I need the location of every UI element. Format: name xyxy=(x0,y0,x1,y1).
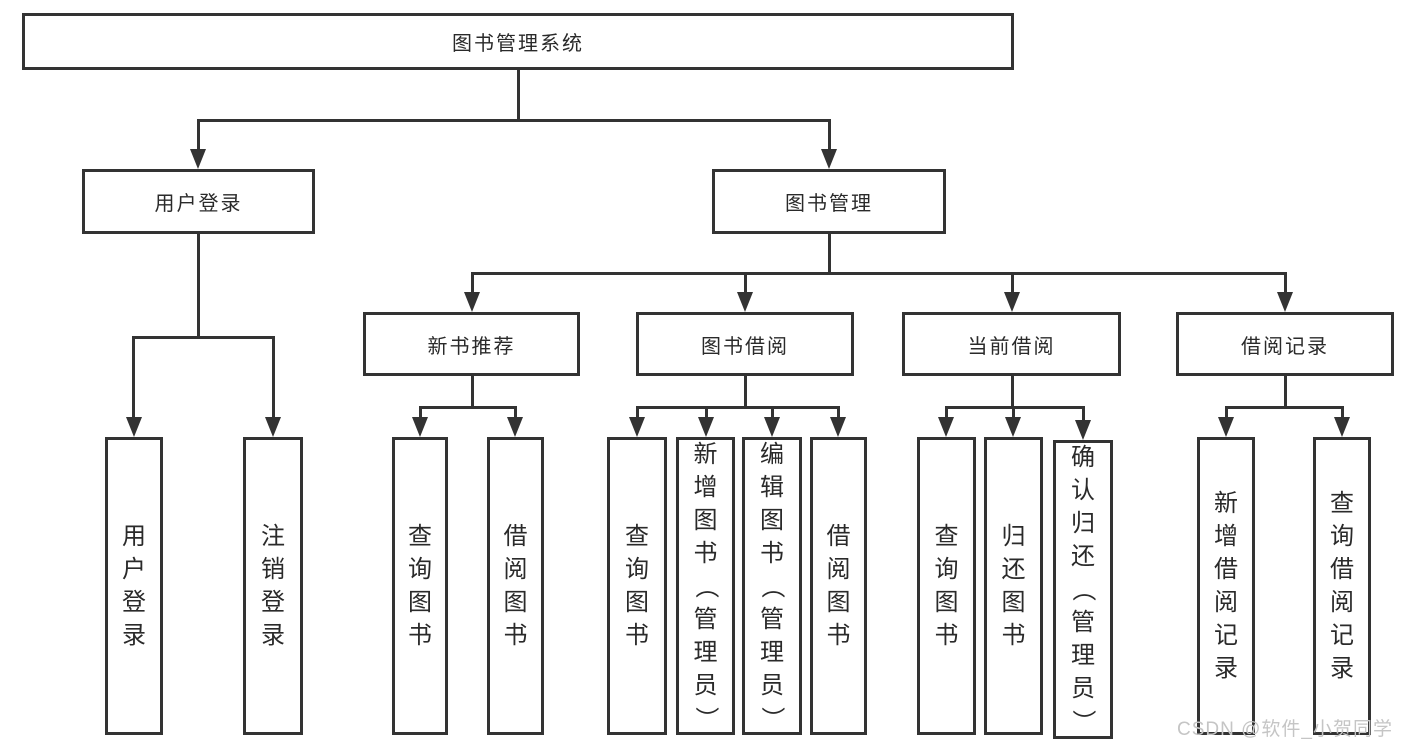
connector-branch xyxy=(1225,406,1343,409)
leaf-logout: 注销登录 xyxy=(243,437,303,735)
arrow-down-icon xyxy=(629,417,645,437)
node-new-book-recommend-label: 新书推荐 xyxy=(427,335,516,358)
leaf-borrow-books-2-label: 借阅图书 xyxy=(826,523,851,649)
node-book-management-label: 图书管理 xyxy=(785,193,873,215)
arrow-down-icon xyxy=(464,292,480,312)
connector-stem xyxy=(837,406,840,419)
node-borrowing-records: 借阅记录 xyxy=(1176,312,1394,376)
connector-stem xyxy=(1225,406,1228,419)
arrow-down-icon xyxy=(1075,420,1091,440)
arrow-down-icon xyxy=(507,417,523,437)
connector-stem xyxy=(514,406,517,419)
connector-stem xyxy=(1341,406,1344,419)
connector-trunk xyxy=(1011,376,1014,406)
leaf-add-books-admin-label: 新增图书（管理员） xyxy=(692,440,719,731)
node-root-label: 图书管理系统 xyxy=(452,33,584,55)
arrow-down-icon xyxy=(698,417,714,437)
node-user-login: 用户登录 xyxy=(82,169,315,234)
leaf-add-borrow-record: 新增借阅记录 xyxy=(1197,437,1255,735)
connector-userlogin-branch xyxy=(132,336,275,339)
arrow-down-icon xyxy=(265,417,281,437)
arrow-down-icon xyxy=(830,417,846,437)
node-root-library-system: 图书管理系统 xyxy=(22,13,1014,70)
connector-userlogin-trunk xyxy=(197,233,200,336)
arrow-down-icon xyxy=(821,149,837,169)
leaf-borrow-books-1-label: 借阅图书 xyxy=(503,523,528,649)
connector-stem xyxy=(744,272,747,294)
node-borrowing-records-label: 借阅记录 xyxy=(1241,335,1329,358)
connector-trunk xyxy=(471,376,474,406)
node-current-borrowing: 当前借阅 xyxy=(902,312,1121,376)
arrow-down-icon xyxy=(764,417,780,437)
connector-stem xyxy=(945,406,948,419)
leaf-query-books-2-label: 查询图书 xyxy=(625,523,649,649)
leaf-user-login-label: 用户登录 xyxy=(122,523,146,649)
leaf-add-books-admin: 新增图书（管理员） xyxy=(676,437,735,735)
connector-trunk xyxy=(1284,376,1287,406)
leaf-query-borrow-record-label: 查询借阅记录 xyxy=(1330,490,1354,682)
leaf-add-borrow-record-label: 新增借阅记录 xyxy=(1214,490,1238,682)
connector-stem xyxy=(1082,406,1085,422)
csdn-watermark: CSDN @软件_小贺同学 xyxy=(1177,719,1393,740)
connector-stem-book-management xyxy=(828,119,831,152)
node-book-management: 图书管理 xyxy=(712,169,946,234)
connector-bookmgmt-branch xyxy=(471,272,1287,275)
leaf-edit-books-admin: 编辑图书（管理员） xyxy=(742,437,802,735)
connector-branch xyxy=(636,406,840,409)
connector-stem-user-login xyxy=(197,119,200,152)
arrow-down-icon xyxy=(1005,417,1021,437)
connector-stem xyxy=(1012,406,1015,419)
leaf-borrow-books-2: 借阅图书 xyxy=(810,437,867,735)
leaf-return-books: 归还图书 xyxy=(984,437,1043,735)
leaf-confirm-return-admin-label: 确认归还（管理员） xyxy=(1069,444,1097,734)
node-current-borrowing-label: 当前借阅 xyxy=(967,335,1056,358)
connector-stem xyxy=(1011,272,1014,294)
leaf-borrow-books-1: 借阅图书 xyxy=(487,437,544,735)
connector-stem xyxy=(705,406,708,419)
arrow-down-icon xyxy=(737,292,753,312)
leaf-query-books-2: 查询图书 xyxy=(607,437,667,735)
leaf-logout-label: 注销登录 xyxy=(261,523,285,649)
connector-branch xyxy=(419,406,517,409)
connector-stem xyxy=(636,406,639,419)
connector-stem xyxy=(471,272,474,294)
arrow-down-icon xyxy=(1004,292,1020,312)
connector-stem xyxy=(272,336,275,419)
leaf-query-books-1: 查询图书 xyxy=(392,437,448,735)
arrow-down-icon xyxy=(126,417,142,437)
node-book-borrowing: 图书借阅 xyxy=(636,312,854,376)
connector-branch xyxy=(945,406,1085,409)
leaf-query-books-3: 查询图书 xyxy=(917,437,976,735)
leaf-query-books-1-label: 查询图书 xyxy=(408,523,432,649)
arrow-down-icon xyxy=(190,149,206,169)
connector-stem xyxy=(1284,272,1287,294)
arrow-down-icon xyxy=(412,417,428,437)
leaf-query-books-3-label: 查询图书 xyxy=(934,523,959,649)
leaf-return-books-label: 归还图书 xyxy=(1001,523,1026,649)
arrow-down-icon xyxy=(1277,292,1293,312)
node-new-book-recommend: 新书推荐 xyxy=(363,312,580,376)
connector-root-branch xyxy=(197,119,831,122)
leaf-user-login: 用户登录 xyxy=(105,437,163,735)
leaf-confirm-return-admin: 确认归还（管理员） xyxy=(1053,440,1113,739)
node-user-login-label: 用户登录 xyxy=(154,193,243,215)
leaf-edit-books-admin-label: 编辑图书（管理员） xyxy=(758,440,786,731)
node-book-borrowing-label: 图书借阅 xyxy=(701,335,789,358)
connector-root-trunk xyxy=(517,69,520,119)
leaf-query-borrow-record: 查询借阅记录 xyxy=(1313,437,1371,735)
connector-trunk xyxy=(744,376,747,406)
arrow-down-icon xyxy=(1334,417,1350,437)
arrow-down-icon xyxy=(938,417,954,437)
connector-stem xyxy=(419,406,422,419)
connector-stem xyxy=(132,336,135,419)
arrow-down-icon xyxy=(1218,417,1234,437)
connector-bookmgmt-trunk xyxy=(828,233,831,272)
connector-stem xyxy=(771,406,774,419)
